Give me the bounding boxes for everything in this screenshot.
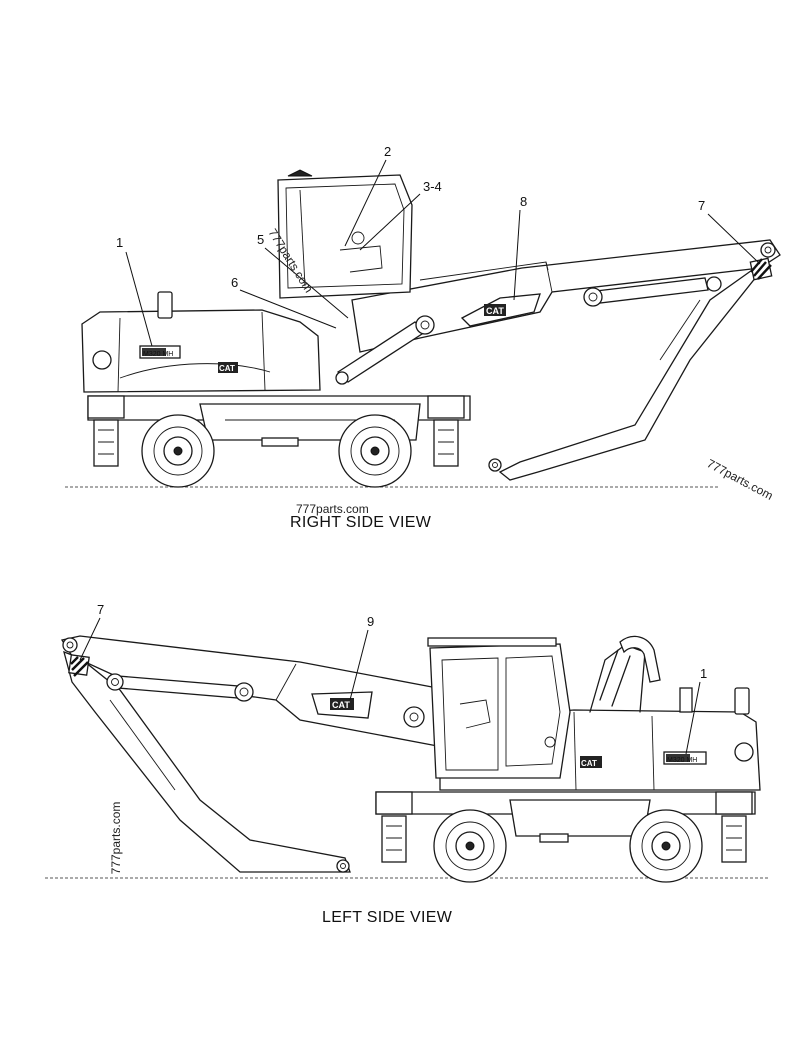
watermark: 777parts.com bbox=[296, 502, 369, 516]
model-decal-icon: M320 MH bbox=[663, 751, 707, 765]
upper-structure bbox=[81, 291, 321, 393]
cab-riser-linkage bbox=[589, 635, 661, 713]
callout-leaders bbox=[125, 159, 761, 347]
outrigger-front bbox=[375, 791, 413, 863]
stick bbox=[498, 261, 769, 481]
svg-text:CAT: CAT bbox=[332, 700, 350, 710]
watermark: 777parts.com bbox=[705, 456, 776, 502]
callout-3-4: 3-4 bbox=[423, 179, 442, 194]
view-title: LEFT SIDE VIEW bbox=[322, 909, 453, 926]
outrigger-front bbox=[87, 395, 125, 467]
callout-5: 5 bbox=[257, 232, 264, 247]
callout-6: 6 bbox=[231, 275, 238, 290]
hazard-stripe-decal-icon bbox=[749, 257, 773, 281]
left-side-view: CAT CAT bbox=[45, 602, 770, 926]
svg-text:CAT: CAT bbox=[486, 306, 504, 316]
callout-1: 1 bbox=[700, 666, 707, 681]
wheel-rear bbox=[338, 414, 412, 488]
view-title: RIGHT SIDE VIEW bbox=[290, 514, 432, 531]
callout-9: 9 bbox=[367, 614, 374, 629]
cat-logo-decal-icon: CAT bbox=[218, 362, 238, 373]
grapple-tip bbox=[336, 859, 350, 873]
right-side-view: CAT M320 MH CAT bbox=[65, 144, 781, 531]
cat-logo-decal-icon: CAT bbox=[580, 756, 602, 768]
cab bbox=[427, 637, 571, 779]
wheel-rear bbox=[629, 809, 703, 883]
outrigger-rear bbox=[427, 395, 465, 467]
wheel-front bbox=[433, 809, 507, 883]
stick-cylinder bbox=[583, 276, 722, 307]
cab bbox=[277, 169, 413, 299]
callout-7: 7 bbox=[698, 198, 705, 213]
svg-text:CAT: CAT bbox=[219, 364, 235, 373]
cat-logo-decal-icon: CAT bbox=[311, 691, 373, 719]
model-decal-icon: M320 MH bbox=[139, 345, 181, 359]
grapple-tip bbox=[488, 458, 502, 472]
svg-text:M320 MH: M320 MH bbox=[667, 757, 697, 764]
undercarriage bbox=[375, 791, 756, 843]
outrigger-rear bbox=[715, 791, 753, 863]
svg-text:CAT: CAT bbox=[581, 759, 597, 768]
svg-text:M320 MH: M320 MH bbox=[143, 351, 173, 358]
stick-cylinder bbox=[106, 673, 254, 702]
hazard-stripe-decal-icon bbox=[68, 654, 90, 677]
boom-cylinder bbox=[335, 315, 435, 385]
callout-8: 8 bbox=[520, 194, 527, 209]
cat-logo-decal-icon: CAT bbox=[460, 293, 541, 327]
callout-1: 1 bbox=[116, 235, 123, 250]
boom-cylinder bbox=[403, 706, 425, 728]
boom bbox=[60, 635, 449, 749]
wheel-front bbox=[141, 414, 215, 488]
watermark: 777parts.com bbox=[109, 802, 123, 875]
callout-leaders bbox=[79, 617, 701, 755]
callout-2: 2 bbox=[384, 144, 391, 159]
callout-7: 7 bbox=[97, 602, 104, 617]
